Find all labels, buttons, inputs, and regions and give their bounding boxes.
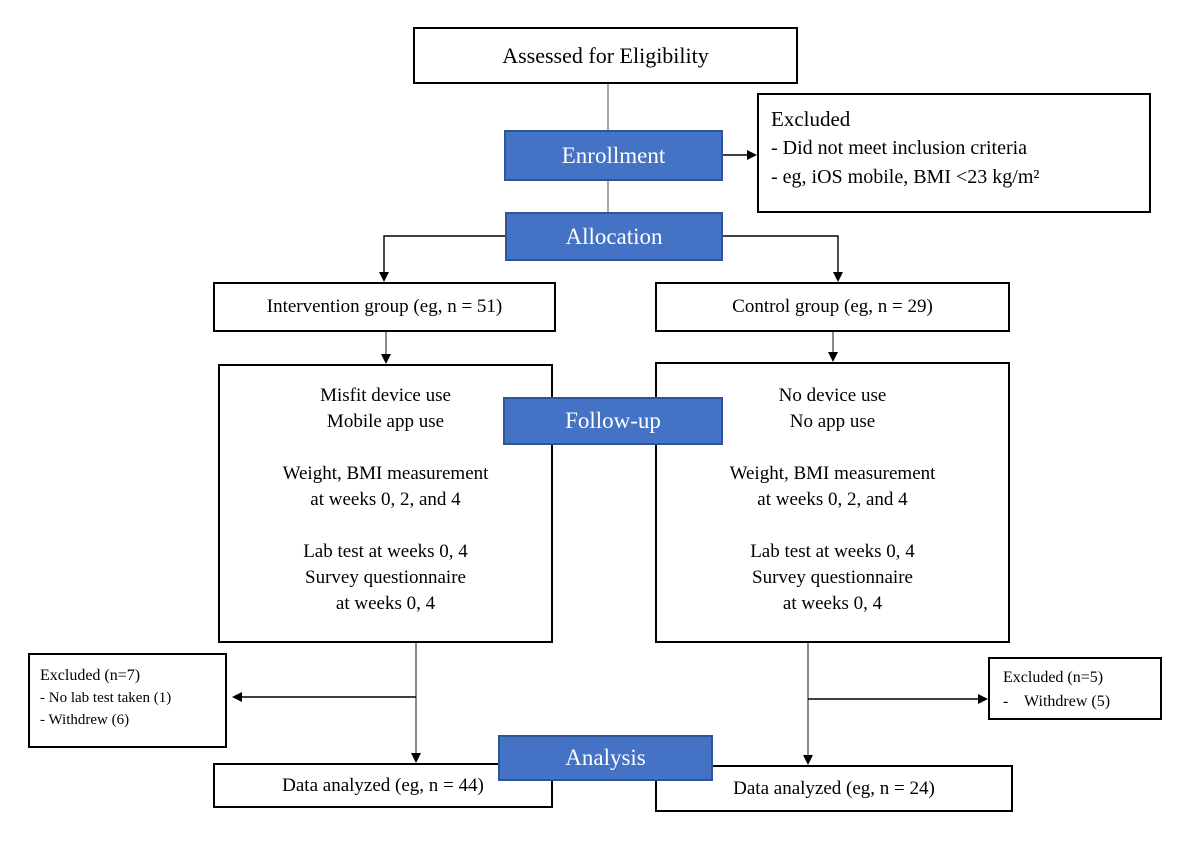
followup-line: Mobile app use: [326, 411, 445, 432]
intervention-group-label: Intervention group (eg, n = 51): [266, 296, 503, 317]
followup-line: No app use: [789, 411, 876, 432]
stage-allocation: Allocation: [505, 212, 723, 261]
data-analyzed-intervention-label: Data analyzed (eg, n = 44): [282, 774, 484, 796]
followup-line: at weeks 0, 2, and 4: [757, 489, 908, 510]
data-analyzed-intervention-box: Data analyzed (eg, n = 44): [213, 763, 553, 808]
followup-line: Survey questionnaire: [305, 567, 466, 588]
excluded-enrollment-title: Excluded: [771, 107, 851, 131]
followup-line: at weeks 0, 4: [782, 593, 883, 614]
followup-line: at weeks 0, 4: [335, 593, 436, 614]
excluded-intervention-title: Excluded (n=7): [40, 667, 141, 684]
data-analyzed-control-label: Data analyzed (eg, n = 24): [733, 777, 935, 799]
stage-enrollment-label: Enrollment: [561, 142, 666, 168]
excluded-intervention-item: - Withdrew (6): [40, 712, 130, 728]
assessed-eligibility-label: Assessed for Eligibility: [502, 42, 709, 68]
control-group-box: Control group (eg, n = 29): [655, 282, 1010, 332]
excluded-control-box: Excluded (n=5) - Withdrew (5): [988, 657, 1162, 720]
excluded-control-title: Excluded (n=5): [1003, 669, 1104, 686]
data-analyzed-control-box: Data analyzed (eg, n = 24): [655, 765, 1013, 812]
assessed-eligibility-box: Assessed for Eligibility: [413, 27, 798, 84]
stage-allocation-label: Allocation: [565, 223, 663, 249]
followup-line: No device use: [778, 385, 887, 406]
followup-line: Misfit device use: [320, 385, 451, 406]
followup-line: [657, 513, 1008, 539]
followup-line: [220, 513, 551, 539]
followup-line: at weeks 0, 2, and 4: [310, 489, 461, 510]
followup-line: Lab test at weeks 0, 4: [303, 541, 468, 562]
control-group-label: Control group (eg, n = 29): [732, 296, 933, 317]
excluded-intervention-item: - No lab test taken (1): [40, 690, 172, 706]
followup-intervention-box: Misfit device use Mobile app use Weight,…: [218, 364, 553, 643]
stage-followup: Follow-up: [503, 397, 723, 445]
followup-line: Weight, BMI measurement: [729, 463, 936, 484]
followup-line: [220, 435, 551, 461]
followup-line: Lab test at weeks 0, 4: [750, 541, 915, 562]
followup-line: Survey questionnaire: [752, 567, 913, 588]
excluded-enrollment-item: - Did not meet inclusion criteria: [771, 137, 1028, 159]
stage-followup-label: Follow-up: [565, 408, 661, 433]
followup-line: Weight, BMI measurement: [282, 463, 489, 484]
stage-analysis: Analysis: [498, 735, 713, 781]
excluded-control-item: - Withdrew (5): [1003, 693, 1111, 710]
followup-control-box: No device use No app use Weight, BMI mea…: [655, 362, 1010, 643]
stage-analysis-label: Analysis: [565, 745, 646, 770]
excluded-enrollment-item: - eg, iOS mobile, BMI <23 kg/m²: [771, 166, 1040, 188]
excluded-intervention-box: Excluded (n=7) - No lab test taken (1) -…: [28, 653, 227, 748]
intervention-group-box: Intervention group (eg, n = 51): [213, 282, 556, 332]
stage-enrollment: Enrollment: [504, 130, 723, 181]
excluded-enrollment-box: Excluded - Did not meet inclusion criter…: [757, 93, 1151, 213]
